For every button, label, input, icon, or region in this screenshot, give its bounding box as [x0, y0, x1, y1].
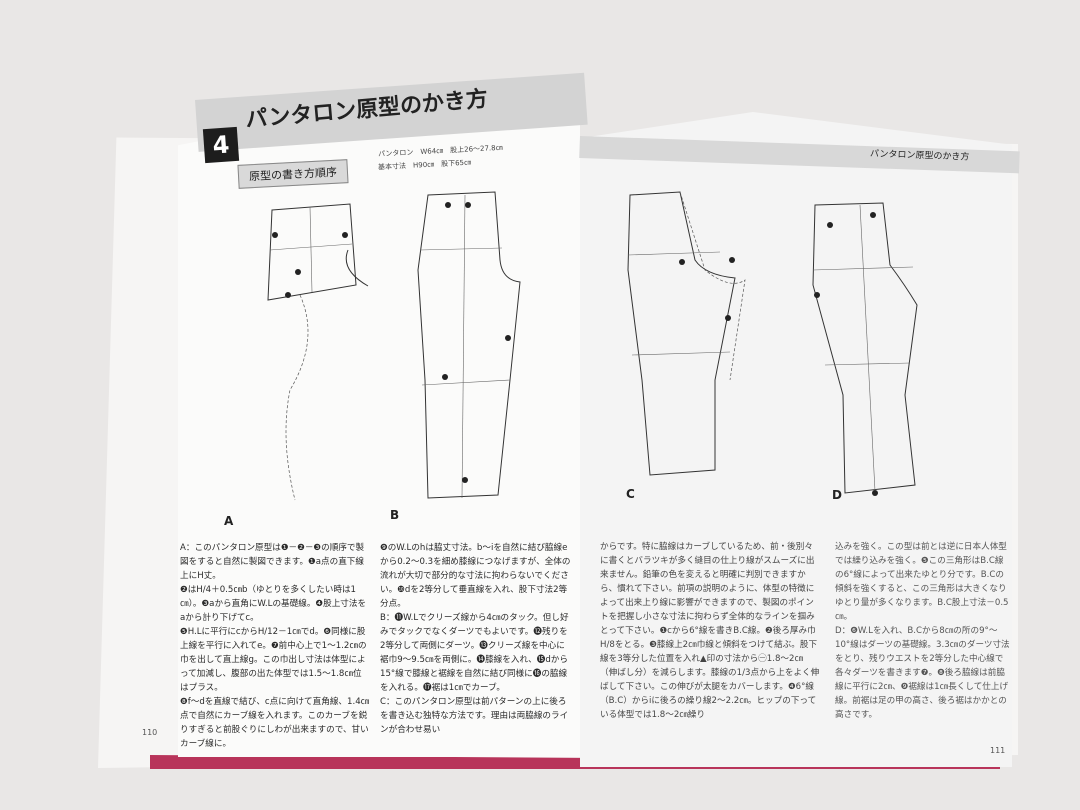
paragraph: A：このパンタロン原型は❶－❷－❸の順序で製図をすると自然に製図できます。❶a点… — [180, 543, 365, 581]
paragraph: 込みを強く。この型は前とは逆に日本人体型では繰り込みを強く。❺この三角形はB.C… — [835, 542, 1009, 622]
paragraph: ❷はH/4＋0.5㎝b（ゆとりを多くしたい時は1㎝）。❸aから直角にW.Lの基礎… — [180, 585, 367, 623]
diagram-c — [627, 191, 746, 476]
page-number-right: 111 — [990, 746, 1006, 755]
right-page — [580, 112, 1012, 767]
figure-label-d: D — [832, 488, 842, 502]
paragraph: ❺H.Lに平行にcからH/12－1㎝でd。❻同様に股上線を平行に入れてe。❼前中… — [180, 627, 367, 693]
right-text-column-2: 込みを強く。この型は前とは逆に日本人体型では繰り込みを強く。❺この三角形はB.C… — [835, 540, 1010, 722]
figure-label-b: B — [390, 508, 400, 522]
paragraph: C：このパンタロン原型は前パターンの上に後ろを書き込む独特な方法です。理由は両脇… — [380, 697, 569, 735]
left-text-column-2: ❾のW.Lのhは脇丈寸法。b～iを自然に結び脇線eから0.2～0.3を細め膝線に… — [380, 541, 572, 737]
paragraph: D：❻W.Lを入れ、B.Cから8㎝の所の9°～10°線はダーツの基礎線。3.3㎝… — [835, 626, 1010, 720]
diagram-d — [812, 202, 918, 496]
diagram-a — [267, 203, 369, 501]
paragraph: からです。特に脇線はカーブしているため、前・後別々に書くとバラツキが多く縫目の仕… — [600, 542, 820, 720]
left-page — [178, 92, 580, 757]
paragraph: B：⓫W.Lでクリーズ線から4㎝のタック。但し好みでタックでなくダーツでもよいで… — [380, 613, 569, 693]
chapter-number: 4 — [202, 126, 240, 164]
paragraph: ❾のW.Lのhは脇丈寸法。b～iを自然に結び脇線eから0.2～0.3を細め膝線に… — [380, 543, 571, 609]
figure-label-a: A — [224, 514, 234, 528]
figure-label-c: C — [626, 487, 635, 501]
diagram-b — [417, 191, 521, 499]
page-number-left: 110 — [142, 728, 158, 737]
left-text-column-1: A：このパンタロン原型は❶－❷－❸の順序で製図をすると自然に製図できます。❶a点… — [180, 541, 370, 751]
paragraph: ❽f～dを直線で結び、c点に向けて直角線、1.4㎝点で自然にカーブ線を入れます。… — [180, 697, 370, 749]
right-text-column-1: からです。特に脇線はカーブしているため、前・後別々に書くとバラツキが多く縫目の仕… — [600, 540, 820, 722]
